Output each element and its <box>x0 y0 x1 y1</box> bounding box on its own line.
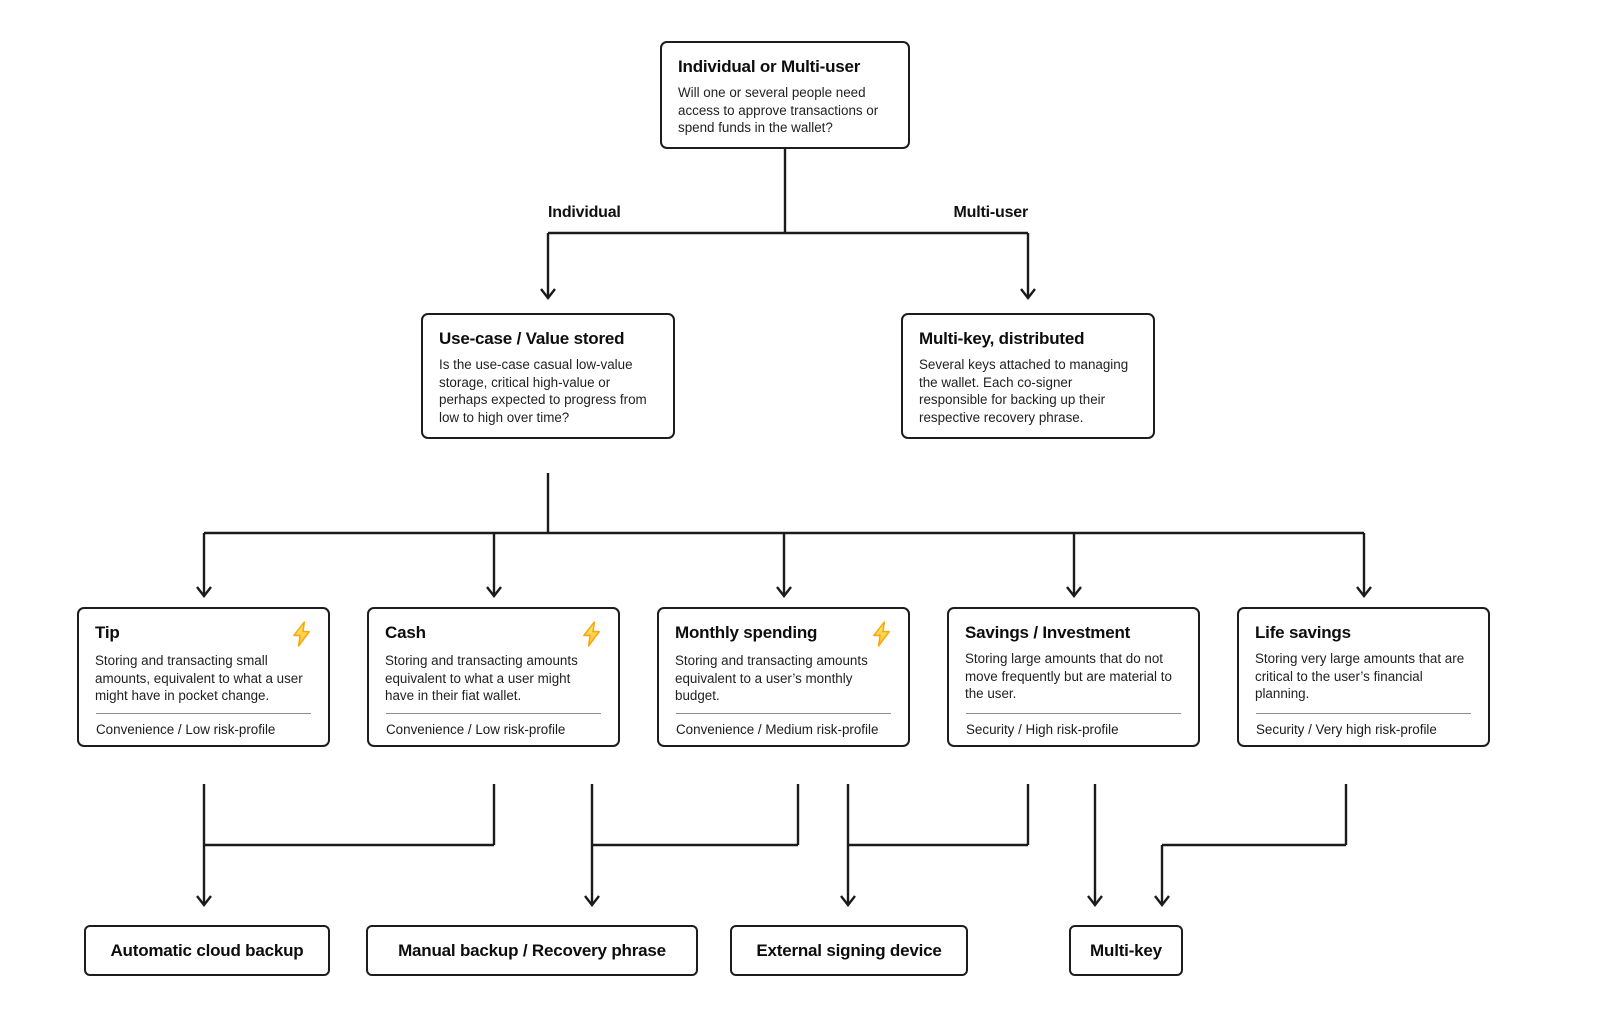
node-description: Storing large amounts that do not move f… <box>965 651 1172 701</box>
branch-label-individual: Individual <box>548 204 621 221</box>
node-root: Individual or Multi-user Will one or sev… <box>660 41 910 149</box>
divider <box>966 713 1181 714</box>
lightning-icon <box>291 621 312 652</box>
arrowhead-icon <box>540 288 556 300</box>
node-description: Storing and transacting small amounts, e… <box>95 653 303 703</box>
node-cash: Cash Storing and transacting amounts equ… <box>367 607 620 747</box>
node-tip: Tip Storing and transacting small amount… <box>77 607 330 747</box>
arrowhead-icon <box>1356 586 1372 598</box>
divider <box>386 713 601 714</box>
node-life-savings: Life savings Storing very large amounts … <box>1237 607 1490 747</box>
arrowhead-icon <box>840 895 856 907</box>
node-external-signing-device: External signing device <box>730 925 968 976</box>
arrowhead-icon <box>776 586 792 598</box>
node-manual-backup-recovery-phrase: Manual backup / Recovery phrase <box>366 925 698 976</box>
node-description: Several keys attached to managing the wa… <box>919 357 1129 425</box>
node-use-case-value-stored: Use-case / Value stored Is the use-case … <box>421 313 675 439</box>
branch-label-multi-user: Multi-user <box>953 204 1029 221</box>
arrowhead-icon <box>196 895 212 907</box>
node-description: Storing and transacting amounts equivale… <box>385 653 578 703</box>
risk-profile-label: Security / High risk-profile <box>966 722 1119 737</box>
node-description: Is the use-case casual low-value storage… <box>439 357 647 425</box>
node-description: Will one or several people need access t… <box>678 85 879 135</box>
arrowhead-icon <box>1087 895 1103 907</box>
arrowhead-icon <box>1154 895 1170 907</box>
divider <box>96 713 311 714</box>
lightning-icon <box>871 621 892 652</box>
connector-root-split <box>540 149 1036 300</box>
node-description: Storing and transacting amounts equivale… <box>675 653 868 703</box>
arrowhead-icon <box>1020 288 1036 300</box>
risk-profile-label: Convenience / Low risk-profile <box>386 722 566 737</box>
node-title: Use-case / Value stored <box>439 329 625 348</box>
node-multi-key: Multi-key <box>1069 925 1183 976</box>
connector-usecase-split <box>196 473 1372 598</box>
risk-profile-label: Security / Very high risk-profile <box>1256 722 1437 737</box>
node-multi-key-distributed: Multi-key, distributed Several keys atta… <box>901 313 1155 439</box>
node-title: Tip <box>95 623 120 642</box>
divider <box>1256 713 1471 714</box>
divider <box>676 713 891 714</box>
node-description: Storing very large amounts that are crit… <box>1255 651 1465 701</box>
arrowhead-icon <box>486 586 502 598</box>
node-automatic-cloud-backup: Automatic cloud backup <box>84 925 330 976</box>
node-title: Monthly spending <box>675 623 818 642</box>
node-title: Cash <box>385 623 426 642</box>
node-title: Multi-key, distributed <box>919 329 1085 348</box>
node-title: Life savings <box>1255 623 1351 642</box>
node-monthly-spending: Monthly spending Storing and transacting… <box>657 607 910 747</box>
node-savings-investment: Savings / Investment Storing large amoun… <box>947 607 1200 747</box>
arrowhead-icon <box>1066 586 1082 598</box>
arrowhead-icon <box>584 895 600 907</box>
connector-outcomes <box>196 784 1348 907</box>
node-title: Savings / Investment <box>965 623 1131 642</box>
node-title: Individual or Multi-user <box>678 57 861 76</box>
risk-profile-label: Convenience / Low risk-profile <box>96 722 276 737</box>
arrowhead-icon <box>196 586 212 598</box>
risk-profile-label: Convenience / Medium risk-profile <box>676 722 879 737</box>
lightning-icon <box>581 621 602 652</box>
